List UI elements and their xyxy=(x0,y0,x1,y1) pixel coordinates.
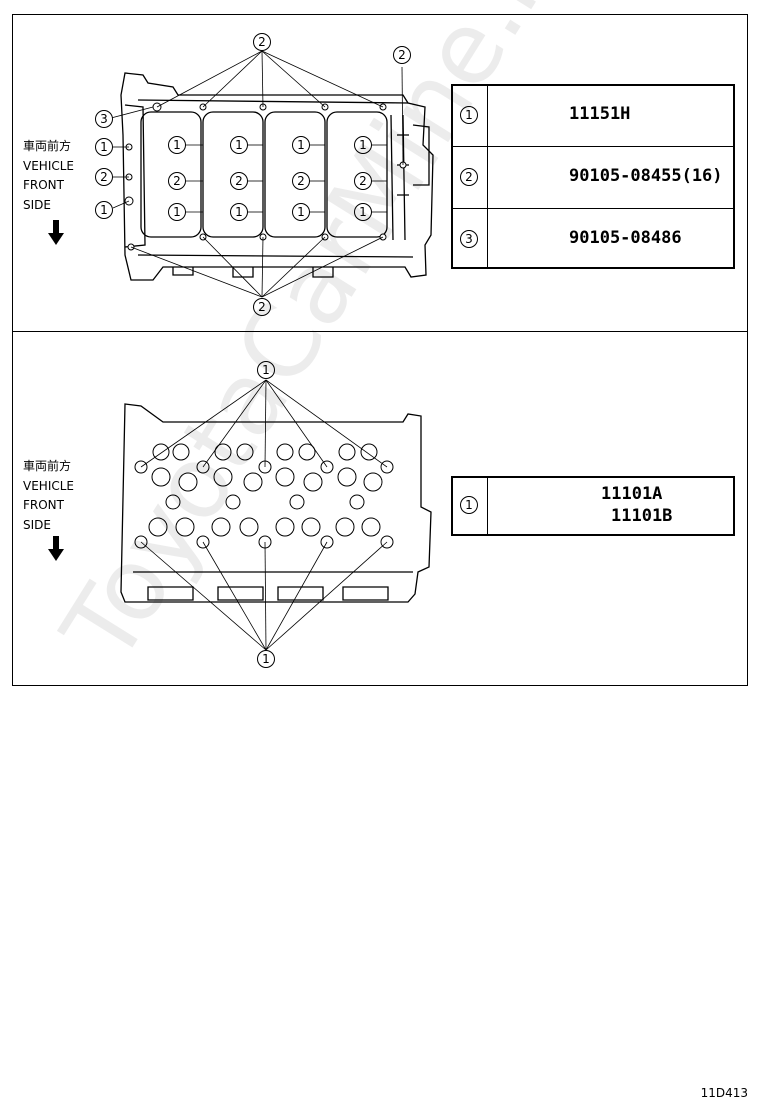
parts-table-top: 1 11151H 2 90105-08455(16) 3 90105-08486 xyxy=(451,84,735,269)
vehicle-front-arrow xyxy=(48,536,64,561)
ref-3: 3 xyxy=(460,230,478,248)
callout-1: 1 xyxy=(168,203,186,221)
callout-1: 1 xyxy=(168,136,186,154)
chamber-4 xyxy=(140,111,202,238)
callout-2-top: 2 xyxy=(253,33,271,51)
callout-1: 1 xyxy=(354,136,372,154)
callout-2-bottom: 2 xyxy=(253,298,271,316)
parts-row: 1 11151H xyxy=(453,86,733,147)
callout-1-top: 1 xyxy=(257,361,275,379)
cylinder-head-cover-panel: 車両前方 VEHICLE FRONT SIDE 2 2 2 3 1 2 1 1 … xyxy=(12,14,748,332)
callout-1-bottom: 1 xyxy=(257,650,275,668)
right-ribs xyxy=(390,114,409,241)
callout-3: 3 xyxy=(95,110,113,128)
callout-2: 2 xyxy=(168,172,186,190)
part-number-a[interactable]: 11101A xyxy=(601,484,663,504)
left-flange xyxy=(124,104,146,248)
part-number-b[interactable]: 11101B xyxy=(611,506,673,526)
cover-outline xyxy=(120,72,434,281)
vehicle-front-side-label: 車両前方 VEHICLE FRONT SIDE xyxy=(23,457,74,535)
callout-1: 1 xyxy=(230,203,248,221)
parts-row: 2 90105-08455(16) xyxy=(453,147,733,209)
parts-row: 3 90105-08486 xyxy=(453,209,733,267)
callout-2: 2 xyxy=(354,172,372,190)
front-label: FRONT xyxy=(23,498,64,512)
vehicle-front-jp: 車両前方 xyxy=(23,459,72,473)
cylinder-head-panel: 車両前方 VEHICLE FRONT SIDE 1 1 1 11101A 111… xyxy=(12,331,748,686)
head-outline xyxy=(120,403,432,603)
callout-1-side-lower: 1 xyxy=(95,201,113,219)
cover-inner-rim xyxy=(137,99,414,258)
ref-2: 2 xyxy=(460,168,478,186)
vehicle-front-arrow xyxy=(48,220,64,245)
side-label: SIDE xyxy=(23,517,51,532)
chamber-3 xyxy=(326,111,388,238)
vehicle-label: VEHICLE xyxy=(23,478,74,493)
right-boss xyxy=(412,124,430,186)
vehicle-front-side-label: 車両前方 VEHICLE FRONT SIDE xyxy=(23,137,74,215)
ref-1: 1 xyxy=(460,496,478,514)
vehicle-label: VEHICLE xyxy=(23,158,74,173)
callout-1: 1 xyxy=(292,136,310,154)
part-number[interactable]: 90105-08486 xyxy=(569,228,682,248)
callout-2: 2 xyxy=(292,172,310,190)
parts-row: 1 11101A 11101B xyxy=(453,478,733,534)
vehicle-front-jp: 車両前方 xyxy=(23,139,72,153)
side-label: SIDE xyxy=(23,197,51,212)
chamber-2 xyxy=(264,111,326,238)
parts-table-bottom: 1 11101A 11101B xyxy=(451,476,735,536)
part-number[interactable]: 11151H xyxy=(569,104,631,124)
callout-1: 1 xyxy=(292,203,310,221)
intake-ports xyxy=(147,586,389,601)
callout-2-right: 2 xyxy=(393,46,411,64)
callout-1: 1 xyxy=(354,203,372,221)
part-number[interactable]: 90105-08455(16) xyxy=(569,166,723,186)
callout-1-side: 1 xyxy=(95,138,113,156)
front-label: FRONT xyxy=(23,178,64,192)
callout-2-side: 2 xyxy=(95,168,113,186)
ref-1: 1 xyxy=(460,106,478,124)
callout-1: 1 xyxy=(230,136,248,154)
diagram-code: 11D413 xyxy=(700,1086,748,1100)
callout-2: 2 xyxy=(230,172,248,190)
chamber-1 xyxy=(202,111,264,238)
